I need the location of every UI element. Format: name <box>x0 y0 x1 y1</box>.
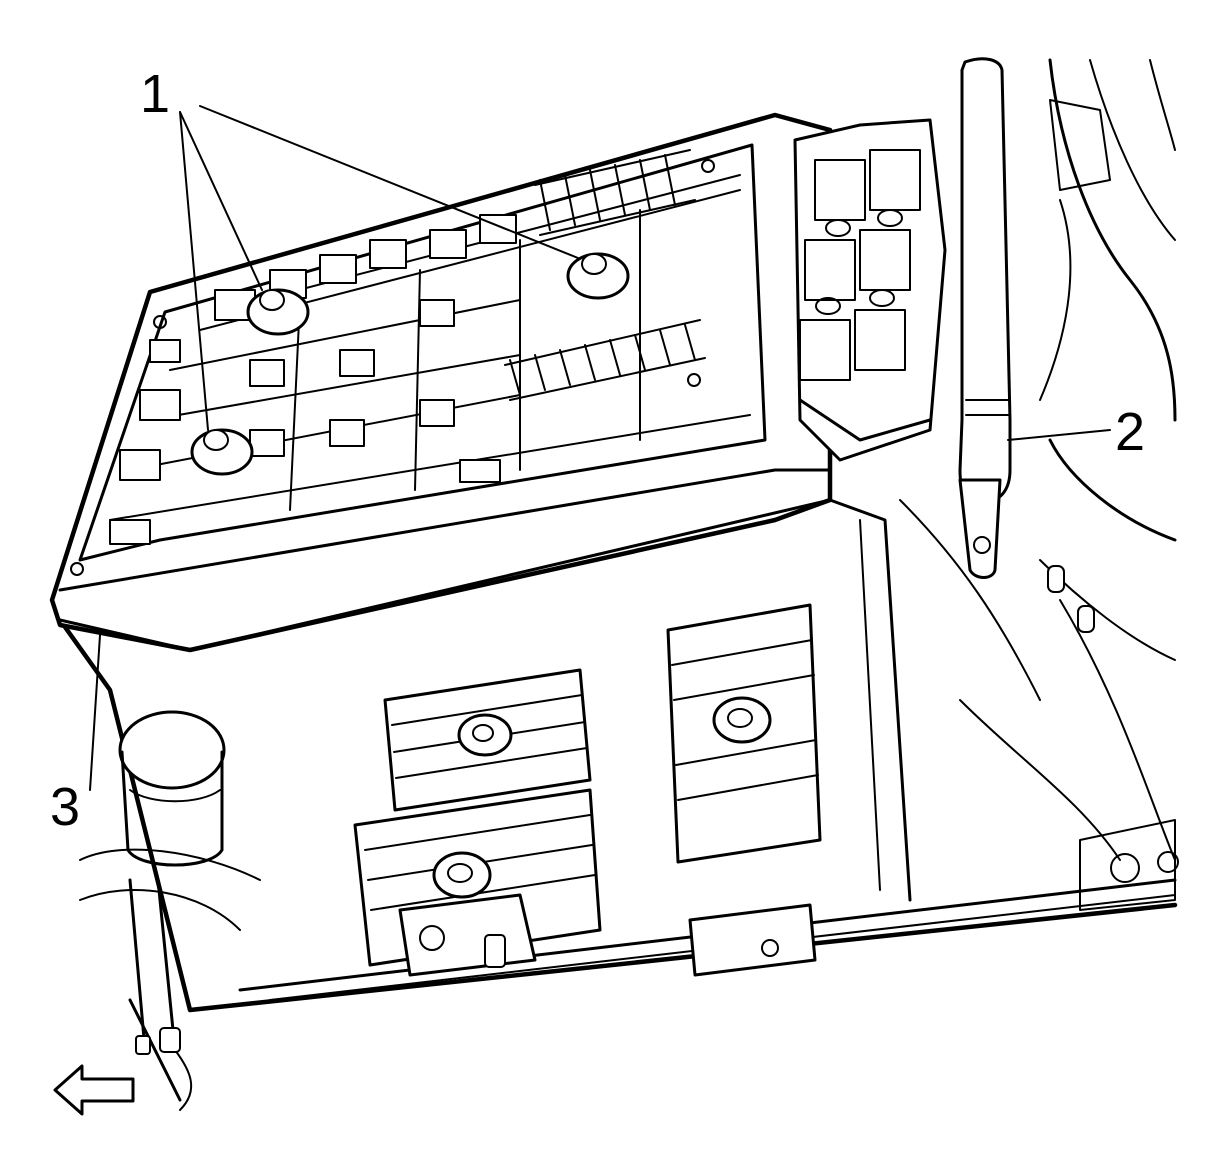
connector-bottom-right <box>666 603 822 977</box>
left-canister <box>118 710 226 867</box>
leader-lines <box>89 105 1111 791</box>
side-connectors <box>793 118 947 462</box>
connector-bottom-left <box>353 788 602 977</box>
left-harness <box>79 848 261 1111</box>
mounting-stud-a <box>246 288 310 336</box>
fuse-row-middle <box>504 149 706 401</box>
mounting-stud-c <box>566 252 630 300</box>
mounting-stud-b <box>190 428 254 476</box>
fuse-block-upper <box>49 112 833 653</box>
body-structure-right <box>1039 58 1177 661</box>
battery-cable <box>958 57 1012 579</box>
callout-1: 1 <box>140 64 170 124</box>
arrow-left-icon <box>53 1064 135 1116</box>
callout-2: 2 <box>1115 402 1145 462</box>
callout-3: 3 <box>50 777 80 837</box>
connector-bottom-middle <box>383 668 592 812</box>
fuse-array-left <box>109 214 517 545</box>
